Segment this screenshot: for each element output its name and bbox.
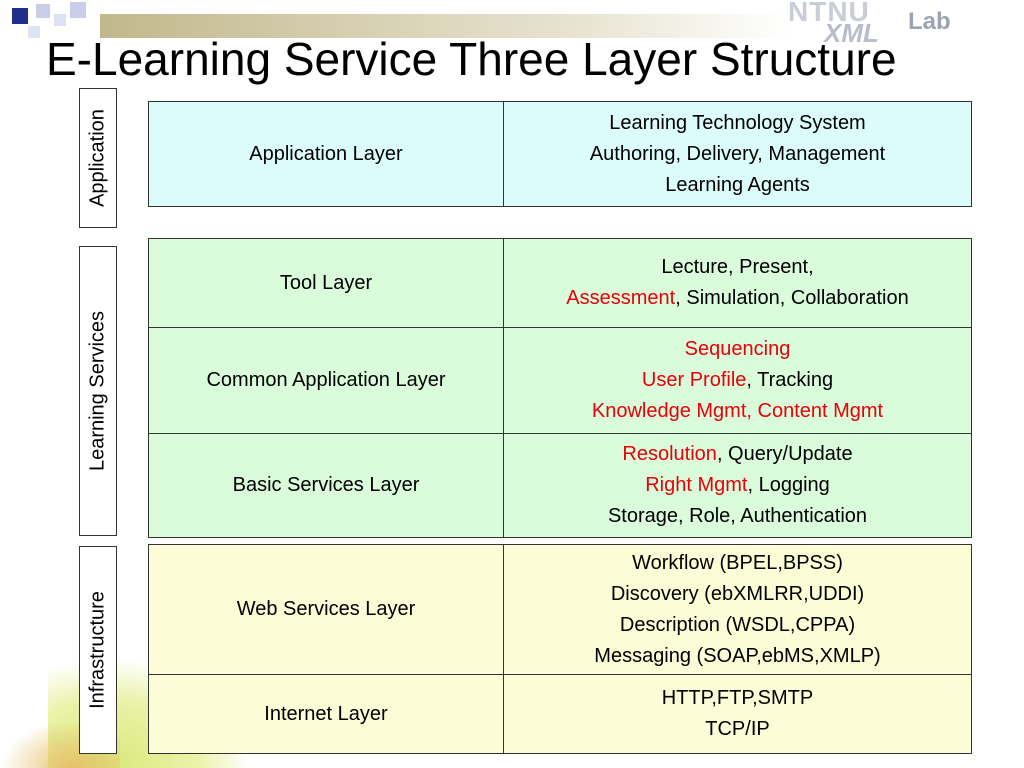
layer-details: Resolution, Query/Update Right Mgmt, Log…: [607, 442, 868, 527]
layer-details: Sequencing User Profile, Tracking Knowle…: [591, 338, 884, 423]
layer-details: Lecture, Present, Assessment, Simulation…: [566, 256, 909, 310]
layer-name: Internet Layer: [149, 675, 504, 753]
decorative-squares: [0, 0, 110, 40]
side-label-application: Application: [79, 88, 117, 228]
ntnu-xml-lab-logo: NTNU XML Lab: [788, 0, 951, 48]
table-row: Web Services Layer Workflow (BPEL,BPSS) …: [149, 545, 971, 676]
layer-details: HTTP,FTP,SMTP TCP/IP: [661, 687, 814, 741]
slide-title: E-Learning Service Three Layer Structure: [46, 33, 897, 85]
layer-name: Application Layer: [149, 102, 504, 206]
table-row: Basic Services Layer Resolution, Query/U…: [149, 433, 971, 537]
infrastructure-table: Web Services Layer Workflow (BPEL,BPSS) …: [148, 544, 972, 754]
table-row: Internet Layer HTTP,FTP,SMTP TCP/IP: [149, 675, 971, 753]
table-row: Application Layer Learning Technology Sy…: [149, 102, 971, 206]
application-table: Application Layer Learning Technology Sy…: [148, 101, 972, 207]
layer-name: Tool Layer: [149, 239, 504, 328]
side-label-learning-services: Learning Services: [79, 246, 117, 536]
layer-name: Common Application Layer: [149, 328, 504, 433]
table-row: Tool Layer Lecture, Present, Assessment,…: [149, 239, 971, 329]
layer-details: Learning Technology System Authoring, De…: [589, 111, 886, 196]
layer-details: Workflow (BPEL,BPSS) Discovery (ebXMLRR,…: [594, 551, 881, 667]
layer-name: Basic Services Layer: [149, 433, 504, 537]
side-label-infrastructure: Infrastructure: [79, 546, 117, 754]
header-gradient-bar: [100, 14, 790, 38]
learning-services-table: Tool Layer Lecture, Present, Assessment,…: [148, 238, 972, 538]
table-row: Common Application Layer Sequencing User…: [149, 328, 971, 434]
layer-name: Web Services Layer: [149, 545, 504, 675]
